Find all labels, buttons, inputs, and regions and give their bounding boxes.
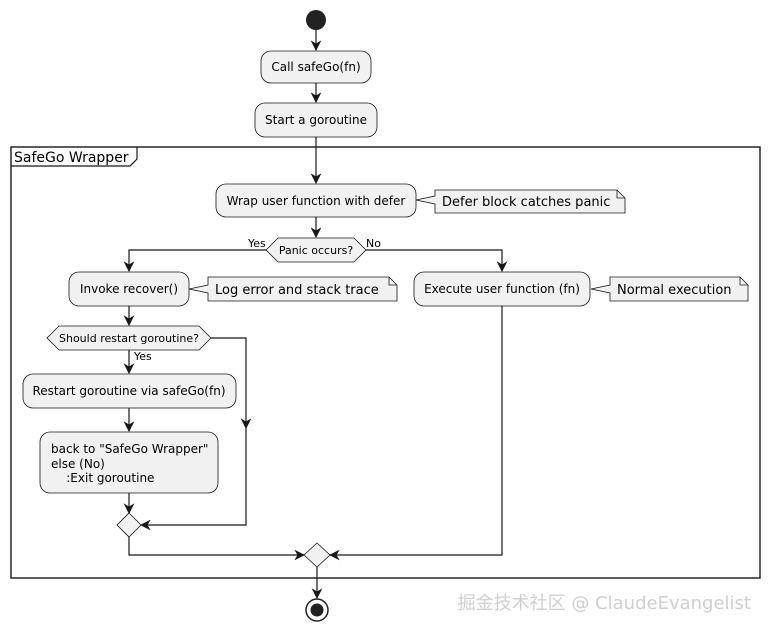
svg-text:Call safeGo(fn): Call safeGo(fn) [271, 60, 360, 74]
safego-wrapper-frame: SafeGo Wrapper [10, 146, 761, 579]
panic-decision: Panic occurs? [265, 237, 367, 263]
svg-text:Normal execution: Normal execution [617, 283, 732, 298]
wrap-defer-node: Wrap user function with defer [215, 183, 417, 218]
restart-yes-label: Yes [133, 350, 152, 363]
start-node [306, 10, 326, 30]
restart-via-safego-node: Restart goroutine via safeGo(fn) [22, 373, 237, 409]
svg-text:Invoke recover(): Invoke recover() [80, 282, 178, 296]
start-goroutine-node: Start a goroutine [254, 102, 378, 138]
defer-note: Defer block catches panic [415, 189, 626, 214]
svg-text:Should restart goroutine?: Should restart goroutine? [59, 332, 199, 345]
svg-text::Exit goroutine: :Exit goroutine [51, 471, 154, 485]
svg-text:back to "SafeGo Wrapper": back to "SafeGo Wrapper" [51, 442, 208, 456]
invoke-recover-node: Invoke recover() [68, 271, 190, 307]
inner-merge-node [116, 512, 142, 538]
svg-text:else (No): else (No) [51, 457, 105, 471]
back-to-wrapper-node: back to "SafeGo Wrapper" else (No) :Exit… [39, 431, 219, 494]
outer-merge-node [303, 542, 331, 568]
svg-text:Log error and stack trace: Log error and stack trace [215, 283, 379, 298]
frame-title: SafeGo Wrapper [14, 150, 129, 166]
svg-text:Restart goroutine via safeGo(f: Restart goroutine via safeGo(fn) [32, 384, 225, 398]
svg-text:Start a goroutine: Start a goroutine [265, 113, 367, 127]
restart-decision: Should restart goroutine? [46, 325, 212, 351]
call-safego-node: Call safeGo(fn) [260, 50, 372, 84]
svg-text:Execute user function (fn): Execute user function (fn) [424, 282, 580, 296]
watermark: 掘金技术社区 @ ClaudeEvangelist [457, 593, 751, 614]
panic-no-label: No [366, 237, 381, 250]
svg-text:Defer block catches panic: Defer block catches panic [442, 195, 610, 210]
log-note: Log error and stack trace [188, 276, 398, 302]
execute-user-node: Execute user function (fn) [413, 271, 591, 307]
panic-yes-label: Yes [247, 237, 266, 250]
normal-note: Normal execution [590, 276, 749, 302]
svg-text:Panic occurs?: Panic occurs? [279, 244, 354, 257]
svg-text:Wrap user function with defer: Wrap user function with defer [227, 194, 406, 208]
end-node [305, 598, 329, 622]
